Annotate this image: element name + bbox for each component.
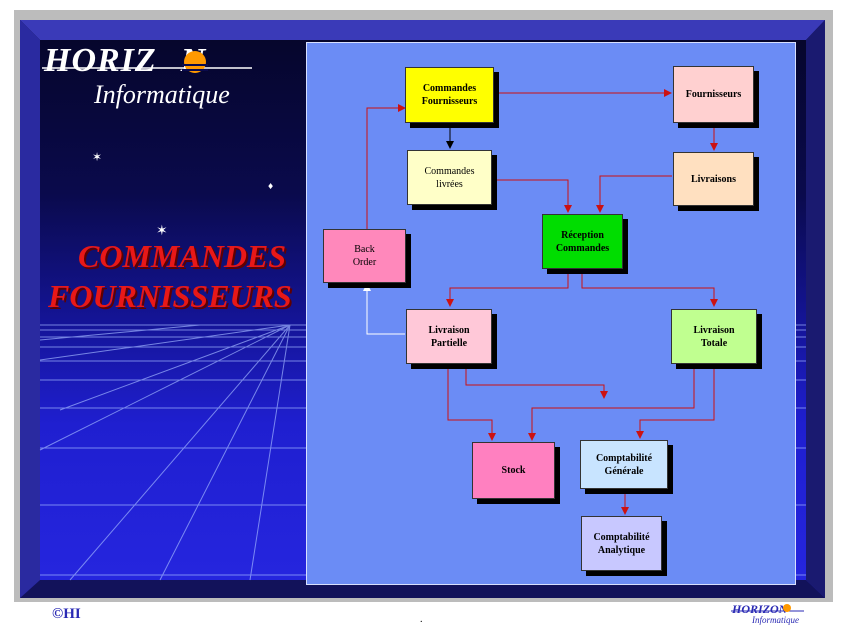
node-stock: Stock [472,442,555,499]
node-label: Totale [700,337,728,349]
arrow-partielle-to-comptabilite [465,365,608,399]
star-icon: ✶ [92,150,102,164]
node-label: Back [354,244,375,255]
node-label: Partielle [430,337,468,349]
arrow-reception-to-partielle [446,270,569,307]
page-title-line2: FOURNISSEURS [48,278,292,314]
arrow-livraisons-to-reception [596,175,672,213]
node-label: Livraisons [690,173,736,185]
footer-logo-subtitle: Informatique [752,615,799,625]
node-label: Order [352,257,377,268]
node-fournisseurs: Fournisseurs [673,66,754,123]
footer-center: . [420,614,423,625]
node-label: Fournisseurs [421,96,478,107]
node-label: Comptabilité [595,452,653,464]
node-label: Analytique [597,544,646,556]
star-icon: ✶ [156,223,168,239]
node-label: Comptabilité [593,531,650,543]
node-livraisons: Livraisons [673,152,754,206]
logo-subtitle: Informatique [94,80,230,109]
logo-horizon: HORIZN [44,42,206,80]
node-label: Stock [501,465,526,476]
arrow-totale-to-stock [528,365,695,441]
bevel-left [20,20,40,598]
arrow-partielle-to-stock [447,365,496,441]
node-label: Commandes [555,242,610,254]
arrow-totale-to-comptabilite [636,365,715,439]
node-label: Livraison [693,324,735,336]
node-label: Réception [561,229,604,241]
node-label: livrées [436,178,463,190]
bevel-right [806,20,825,598]
stars: ✶ ♦ ✶ [92,150,274,239]
arrow-partielle-to-backorder [363,283,405,335]
node-label: Générale [604,465,644,477]
arrow-backorder-to-commandes [366,104,406,230]
arrow-reception-to-totale [581,270,718,307]
node-label: Commandes [424,165,475,177]
page-title-line1: COMMANDES [78,238,287,274]
footer-copyright: ©HI [52,606,81,622]
node-label: Fournisseurs [685,89,742,100]
logo-text: HORIZN [44,42,205,79]
star-icon: ♦ [267,182,274,191]
bevel-top [20,20,825,40]
node-label: Livraison [428,324,470,336]
footer-logo: HORIZON [732,602,788,616]
node-label: Commandes [422,83,477,94]
arrow-livrees-to-reception [492,179,572,213]
